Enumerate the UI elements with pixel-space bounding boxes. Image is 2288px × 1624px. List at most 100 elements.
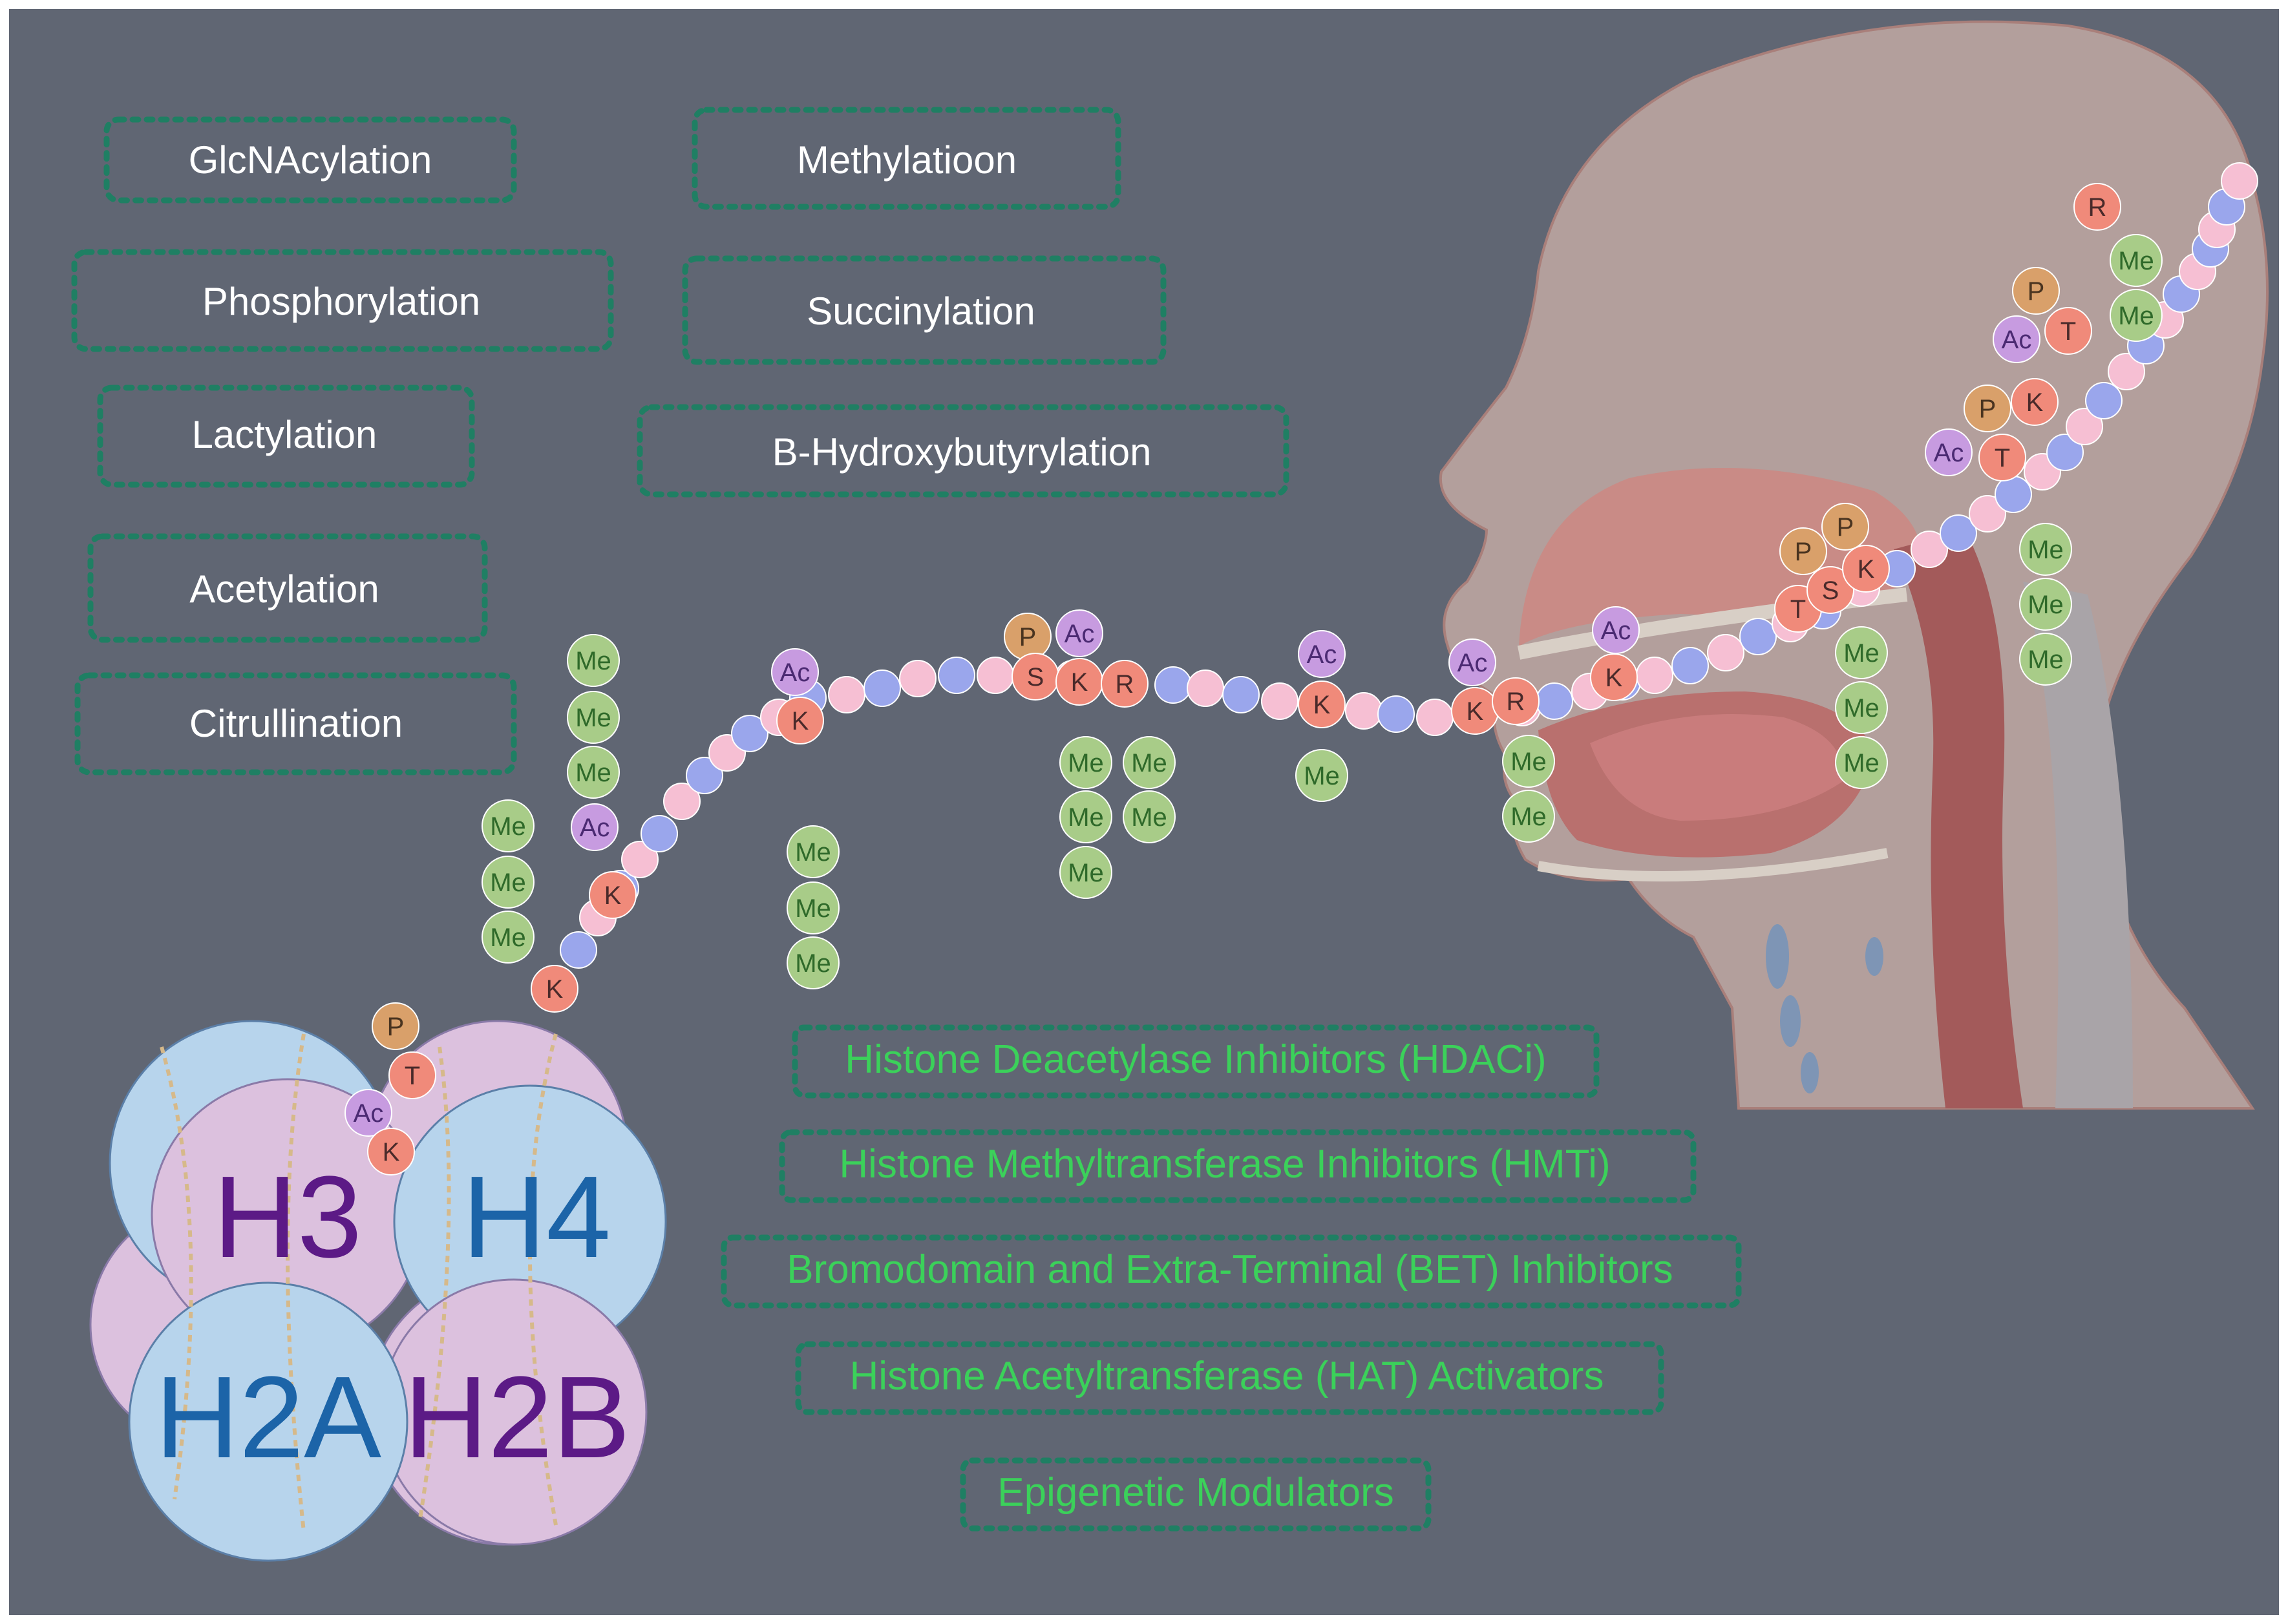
acetyl-label: Ac: [2002, 326, 2032, 354]
acetyl-label: Ac: [1457, 649, 1488, 677]
phospho-residue: P: [1964, 385, 2011, 432]
methyl-bead: [2110, 234, 2163, 287]
lysine-residue: K: [367, 1128, 415, 1176]
lysine-label: K: [1467, 697, 1484, 726]
chain-bead: [1911, 531, 1948, 568]
chain-bead: [1969, 495, 2006, 533]
therapy-label-hdaci: Histone Deacetylase Inhibitors (HDACi): [845, 1037, 1546, 1082]
histone-octamer: H3 H4 H2A H2B: [89, 1020, 667, 1562]
threonine-bead: [2044, 307, 2092, 355]
methyl-residue: Me: [1059, 790, 1112, 843]
chain-bead: [1261, 682, 1298, 720]
methyl-residue: Me: [1123, 736, 1176, 789]
methyl-bead: [2019, 633, 2072, 686]
acetyl-label: Ac: [1601, 617, 1631, 645]
phospho-label: P: [387, 1013, 405, 1041]
histone-label-h2b: H2B: [404, 1353, 630, 1482]
methyl-residue: Me: [2019, 578, 2072, 631]
acetyl-bead: [344, 1089, 392, 1137]
methyl-bead: [1059, 846, 1112, 899]
methyl-bead: [1123, 790, 1176, 843]
methyl-label: Me: [490, 923, 526, 952]
arginine-residue: R: [2073, 183, 2121, 231]
methyl-label: Me: [795, 838, 831, 867]
lysine-residue: K: [589, 871, 637, 919]
methyl-label: Me: [2118, 302, 2154, 330]
modification-label-lactyl: Lactylation: [192, 413, 377, 456]
chain-bead: [1154, 666, 1192, 704]
methyl-label: Me: [575, 704, 611, 732]
serine-label: S: [1027, 663, 1044, 691]
phospho-bead: [1964, 385, 2011, 432]
acetyl-bead: [1592, 606, 1640, 654]
dna-strand-2: [286, 1033, 306, 1532]
threonine-label: T: [2060, 317, 2076, 346]
lysine-label: K: [2026, 388, 2044, 417]
lysine-label: K: [604, 881, 622, 910]
methyl-label: Me: [1131, 749, 1167, 777]
histone-label-h2a: H2A: [155, 1353, 381, 1482]
methyl-label: Me: [1304, 762, 1340, 790]
lysine-label: K: [792, 707, 809, 735]
modification-boxes: GlcNAcylation Phosphorylation Lactylatio…: [71, 107, 1289, 775]
therapy-label-bet: Bromodomain and Extra-Terminal (BET) Inh…: [787, 1247, 1673, 1292]
lysine-residue: K: [1842, 545, 1890, 593]
acetyl-residue: Ac: [1298, 630, 1346, 678]
modification-box-glcnac: [103, 116, 517, 204]
acetyl-label: Ac: [580, 814, 610, 842]
arginine-label: R: [1507, 688, 1525, 716]
trachea-ring-3: [1801, 1052, 1819, 1093]
therapy-box-bet: [721, 1234, 1742, 1309]
chain-bead: [1636, 657, 1673, 694]
modification-box-bhb: [637, 404, 1289, 498]
methyl-bead: [482, 856, 535, 909]
chain-bead: [863, 670, 901, 707]
methyl-residue: Me: [1835, 626, 1888, 679]
chain-bead: [2066, 408, 2103, 445]
arginine-residue: R: [1101, 660, 1149, 708]
therapy-label-hmti: Histone Methyltransferase Inhibitors (HM…: [839, 1142, 1610, 1186]
acetyl-label: Ac: [354, 1099, 384, 1128]
therapy-box-hmti: [779, 1129, 1697, 1203]
modification-label-glcnac: GlcNAcylation: [189, 138, 432, 182]
methyl-residue: Me: [482, 911, 535, 964]
chain-bead: [1377, 695, 1415, 733]
methyl-residue: Me: [1059, 846, 1112, 899]
methyl-bead: [787, 881, 840, 934]
phospho-label: P: [1837, 513, 1854, 542]
methyl-residue: Me: [2019, 633, 2072, 686]
acetyl-bead: [1448, 638, 1496, 686]
methyl-label: Me: [1843, 639, 1880, 668]
methyl-bead: [1835, 736, 1888, 789]
acetyl-bead: [771, 648, 819, 696]
chain-bead: [641, 815, 678, 852]
arginine-bead: [1101, 660, 1149, 708]
acetyl-label: Ac: [780, 659, 810, 687]
phospho-residue: P: [2012, 267, 2060, 315]
trachea-ring-1: [1766, 924, 1789, 989]
acetyl-residue: Ac: [571, 803, 619, 851]
acetyl-label: Ac: [1307, 640, 1337, 669]
lysine-bead: [367, 1128, 415, 1176]
methyl-bead: [567, 634, 620, 687]
chain-bead: [2108, 353, 2145, 390]
acetyl-residue: Ac: [1448, 638, 1496, 686]
chain-bead: [2085, 382, 2123, 419]
methyl-bead: [1835, 681, 1888, 734]
modification-label-citrul: Citrullination: [189, 702, 403, 745]
methyl-label: Me: [795, 949, 831, 978]
methyl-label: Me: [1510, 803, 1547, 831]
lysine-label: K: [383, 1138, 400, 1166]
acetyl-bead: [1925, 428, 1973, 476]
acetyl-residue: Ac: [1592, 606, 1640, 654]
methyl-bead: [2110, 289, 2163, 342]
acetyl-residue: Ac: [771, 648, 819, 696]
chain-bead: [731, 715, 768, 752]
methyl-residue: Me: [2110, 289, 2163, 342]
methyl-label: Me: [2028, 646, 2064, 674]
modification-label-succinyl: Succinylation: [807, 290, 1035, 333]
methyl-residue: Me: [1502, 735, 1555, 788]
methyl-label: Me: [1510, 748, 1547, 776]
methyl-residue: Me: [1835, 681, 1888, 734]
methyl-residue: Me: [482, 799, 535, 852]
